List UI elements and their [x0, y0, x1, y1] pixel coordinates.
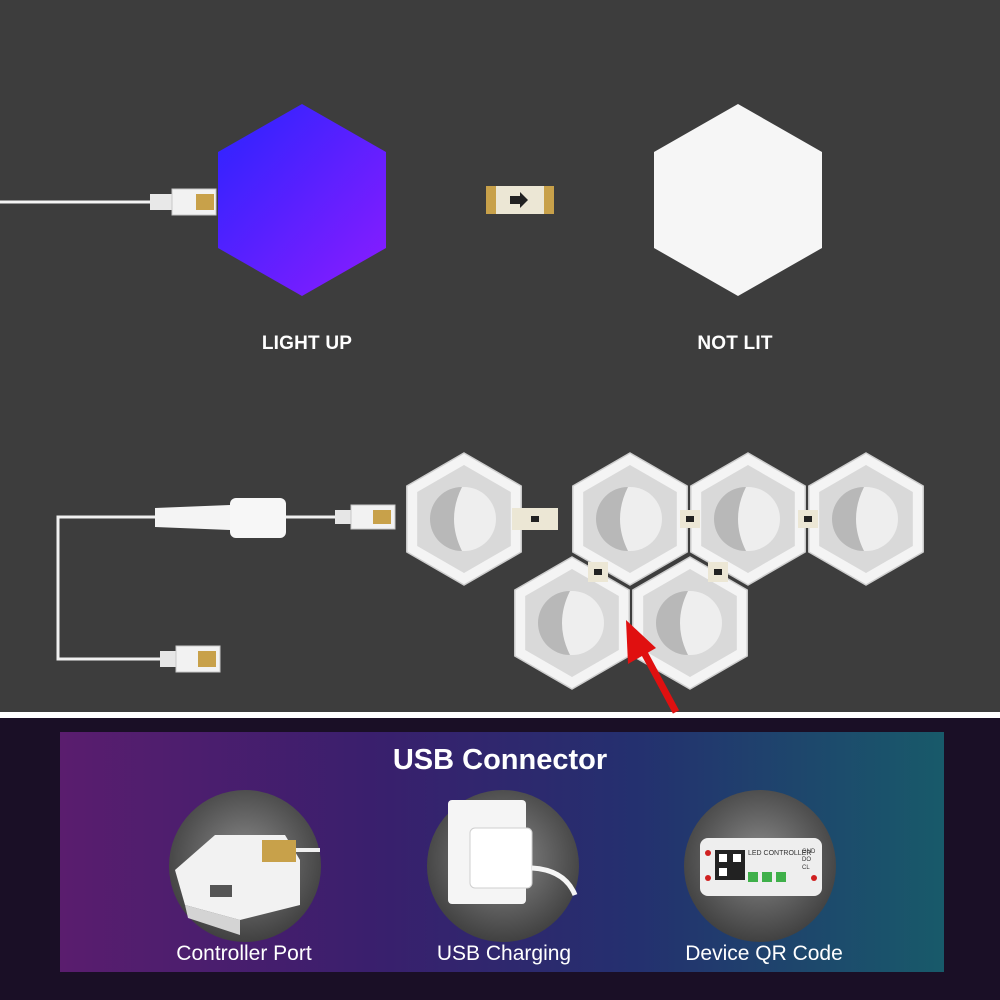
hex-link-arrow — [714, 569, 722, 575]
hex-link-arrow — [594, 569, 602, 575]
led-controller-photo: LED CONTROLLER GND DO CL — [684, 790, 836, 942]
controller-pin-do: DO — [802, 857, 811, 863]
hex-tile-shadow — [596, 487, 628, 551]
controller-title-text: LED CONTROLLER — [748, 850, 811, 857]
hex-tile-shadow — [714, 487, 746, 551]
controller-pin-gnd: GND — [802, 849, 816, 855]
lit-hexagon — [218, 104, 386, 296]
hex-tile-shadow — [656, 591, 688, 655]
hex-link-arrow — [804, 516, 812, 522]
usb-charging-label: USB Charging — [436, 942, 572, 965]
light-up-label: LIGHT UP — [261, 333, 353, 354]
usb-charger-photo — [427, 790, 579, 942]
hex-tile-shadow — [430, 487, 462, 551]
usb-cable-top — [0, 188, 217, 216]
hexagon-assembly — [406, 452, 924, 690]
controller-pin-cl: CL — [802, 865, 810, 871]
hex-tile-shadow — [538, 591, 570, 655]
device-qr-code-label: Device QR Code — [685, 942, 843, 965]
banner-title: USB Connector — [392, 744, 608, 776]
hex-connector-chip — [486, 186, 554, 214]
controller-port-photo — [169, 790, 321, 942]
section-divider — [0, 712, 1000, 718]
unlit-hexagon — [654, 104, 822, 296]
controller-port-label: Controller Port — [176, 942, 312, 965]
hex-tile-shadow — [832, 487, 864, 551]
hex-link-arrow — [531, 516, 539, 522]
hex-link-arrow — [686, 516, 694, 522]
usb-cable-controller — [56, 498, 396, 673]
not-lit-label: NOT LIT — [697, 333, 773, 354]
top-panel — [0, 0, 1000, 712]
red-arrow — [626, 620, 680, 714]
